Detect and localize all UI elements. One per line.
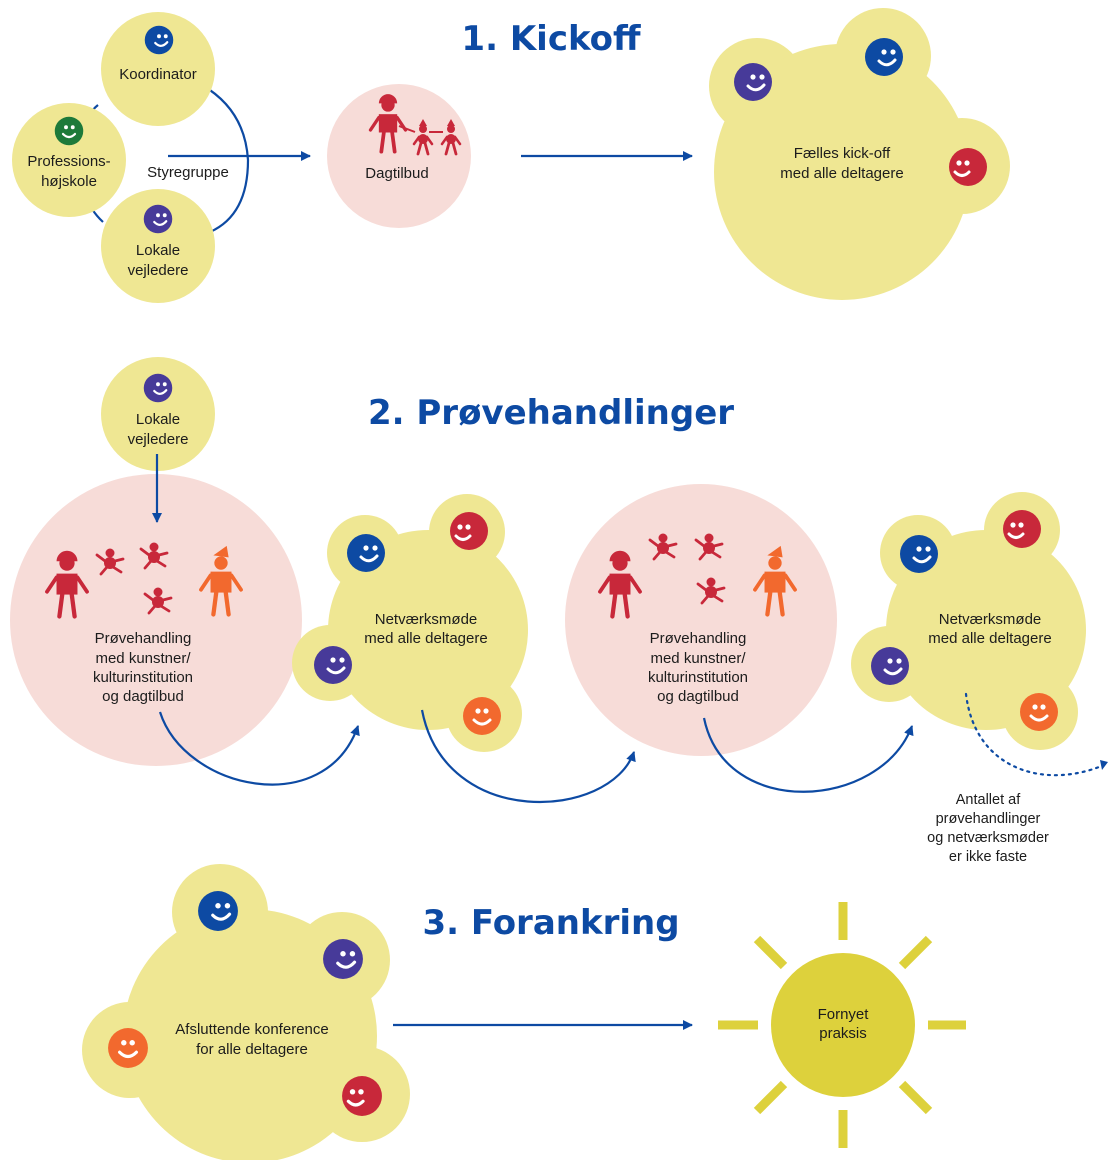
coordinator-face-icon <box>144 25 174 55</box>
coordinator-circle <box>101 12 215 126</box>
phase-title-trials: 2. Prøvehandlinger <box>368 393 734 433</box>
trial-1-label-line4: og dagtilbud <box>102 688 184 705</box>
trial-2-label-line2: med kunstner/ <box>650 650 746 667</box>
steering-group-label: Styregruppe <box>147 164 229 181</box>
participant-face-icon <box>948 147 988 187</box>
sun-circle <box>771 953 915 1097</box>
daycare-node: Dagtilbud <box>327 84 471 228</box>
participant-face-icon <box>322 938 364 980</box>
joint-kickoff-label-line2: med alle deltagere <box>780 165 903 182</box>
trial-node-1: Prøvehandling med kunstner/ kulturinstit… <box>10 474 302 766</box>
arrow-network1-to-trial2 <box>420 709 636 804</box>
trial-circle-2 <box>565 484 837 756</box>
participant-face-icon <box>870 646 910 686</box>
note-line4: er ikke faste <box>949 849 1027 865</box>
arrow-continues-dotted <box>964 692 1106 777</box>
sun-label-line2: praksis <box>819 1025 867 1042</box>
arrow-trial2-to-network2 <box>702 717 914 793</box>
college-circle <box>12 103 126 217</box>
steering-group-cluster: Koordinator Professions- højskole Lokale… <box>12 12 250 303</box>
participant-face-icon <box>864 37 904 77</box>
trial-2-label-line4: og dagtilbud <box>657 688 739 705</box>
participant-face-icon <box>899 534 939 574</box>
joint-kickoff-node: Fælles kick-off med alle deltagere <box>709 8 1010 300</box>
network-1-label-line1: Netværksmøde <box>375 611 478 628</box>
participant-face-icon <box>733 62 773 102</box>
phase-title-anchoring: 3. Forankring <box>422 903 679 943</box>
conference-node: Afsluttende konference for alle deltager… <box>82 864 410 1160</box>
trial-1-label-line2: med kunstner/ <box>95 650 191 667</box>
trial-node-2: Prøvehandling med kunstner/ kulturinstit… <box>565 484 837 756</box>
local-advisors-label-line2: vejledere <box>128 262 189 279</box>
coordinator-label: Koordinator <box>119 66 197 83</box>
network-circle-2 <box>886 530 1086 730</box>
participant-face-icon <box>1002 509 1042 549</box>
participant-face-icon <box>1019 692 1059 732</box>
network-2-label-line1: Netværksmøde <box>939 611 1042 628</box>
dotted-arrow-head <box>1100 760 1108 770</box>
trial-2-label-line3: kulturinstitution <box>648 669 748 686</box>
participant-face-icon <box>462 696 502 736</box>
joint-kickoff-label-line1: Fælles kick-off <box>794 145 891 162</box>
note-line1: Antallet af <box>956 792 1021 808</box>
participant-face-icon <box>197 890 239 932</box>
trial-circle-1 <box>10 474 302 766</box>
sun-rays <box>718 902 966 1148</box>
note-line2: prøvehandlinger <box>936 811 1041 827</box>
trials-local-advisors-label-line2: vejledere <box>128 431 189 448</box>
daycare-circle <box>327 84 471 228</box>
local-advisors-face-icon <box>143 204 173 234</box>
phase-title-kickoff: 1. Kickoff <box>461 19 641 59</box>
college-face-icon <box>54 116 84 146</box>
trials-local-advisors-label-line1: Lokale <box>136 411 180 428</box>
network-node-2: Netværksmøde med alle deltagere <box>851 492 1086 750</box>
arrow-trial1-to-network1 <box>158 711 360 786</box>
network-node-1: Netværksmøde med alle deltagere <box>292 494 528 752</box>
trials-local-advisors-node: Lokale vejledere <box>101 357 215 471</box>
trials-local-advisors-circle <box>101 357 215 471</box>
local-advisors-face-icon <box>143 373 173 403</box>
trial-2-label-line1: Prøvehandling <box>650 630 747 647</box>
participant-face-icon <box>341 1075 383 1117</box>
network-1-label-line2: med alle deltagere <box>364 630 487 647</box>
conference-label-line2: for alle deltagere <box>196 1041 308 1058</box>
hand-hold-line <box>398 125 416 133</box>
conference-circle <box>123 909 377 1160</box>
trial-1-label-line1: Prøvehandling <box>95 630 192 647</box>
steering-group-bracket-right <box>201 84 250 234</box>
sun-label-line1: Fornyet <box>818 1006 870 1023</box>
joint-kickoff-circle <box>714 44 970 300</box>
network-circle-1 <box>328 530 528 730</box>
network-2-label-line2: med alle deltagere <box>928 630 1051 647</box>
local-advisors-label-line1: Lokale <box>136 242 180 259</box>
college-label-line1: Professions- <box>27 153 110 170</box>
note-line3: og netværksmøder <box>927 830 1049 846</box>
conference-label-line1: Afsluttende konference <box>175 1021 328 1038</box>
local-advisors-circle <box>101 189 215 303</box>
participant-face-icon <box>449 511 489 551</box>
participant-face-icon <box>313 645 353 685</box>
trial-1-label-line3: kulturinstitution <box>93 669 193 686</box>
renewed-practice-sun: Fornyet praksis <box>718 902 966 1148</box>
college-label-line2: højskole <box>41 173 97 190</box>
participant-face-icon <box>346 533 386 573</box>
daycare-label: Dagtilbud <box>365 165 428 182</box>
participant-face-icon <box>107 1027 149 1069</box>
